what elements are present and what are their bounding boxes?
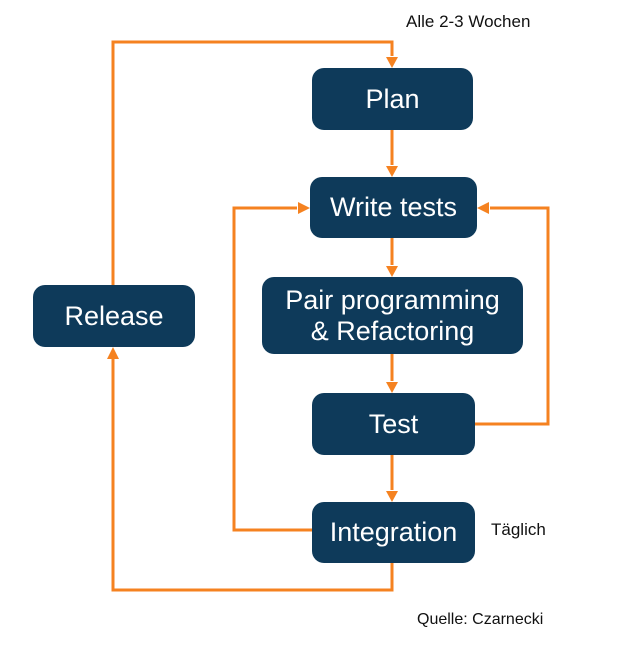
arrowhead-into-release — [107, 347, 119, 359]
cycle-duration-label: Alle 2-3 Wochen — [406, 12, 531, 31]
node-release-label: Release — [64, 300, 164, 331]
node-test[interactable]: Test — [312, 393, 475, 455]
arrowhead-into-pair — [386, 266, 398, 277]
daily-label: Täglich — [491, 520, 546, 539]
arrowhead-into-write-tests-left — [298, 202, 310, 214]
arrowhead-into-integration — [386, 491, 398, 502]
edge-integration-to-write-tests — [232, 206, 312, 532]
node-plan-label: Plan — [365, 83, 420, 114]
source-credit-label: Quelle: Czarnecki — [417, 611, 544, 628]
arrowhead-into-plan — [386, 57, 398, 68]
arrowhead-into-test — [386, 382, 398, 393]
arrowhead-into-write-tests-right — [477, 202, 489, 214]
node-pair-label-line2: & Refactoring — [310, 315, 475, 346]
node-integration-label: Integration — [329, 517, 458, 548]
node-integration[interactable]: Integration — [312, 502, 475, 563]
arrowhead-into-write-tests-top — [386, 166, 398, 177]
node-write-tests[interactable]: Write tests — [310, 177, 477, 238]
edge-integration-to-release — [111, 358, 394, 592]
edge-test-to-write-tests — [475, 206, 550, 426]
node-plan[interactable]: Plan — [312, 68, 473, 130]
node-test-label: Test — [368, 408, 419, 439]
node-pair-programming-refactoring[interactable]: Pair programming & Refactoring — [262, 277, 523, 354]
edge-release-to-plan — [111, 40, 394, 285]
node-pair-label-line1: Pair programming — [285, 285, 500, 316]
node-write-tests-label: Write tests — [329, 192, 458, 223]
node-release[interactable]: Release — [33, 285, 195, 347]
